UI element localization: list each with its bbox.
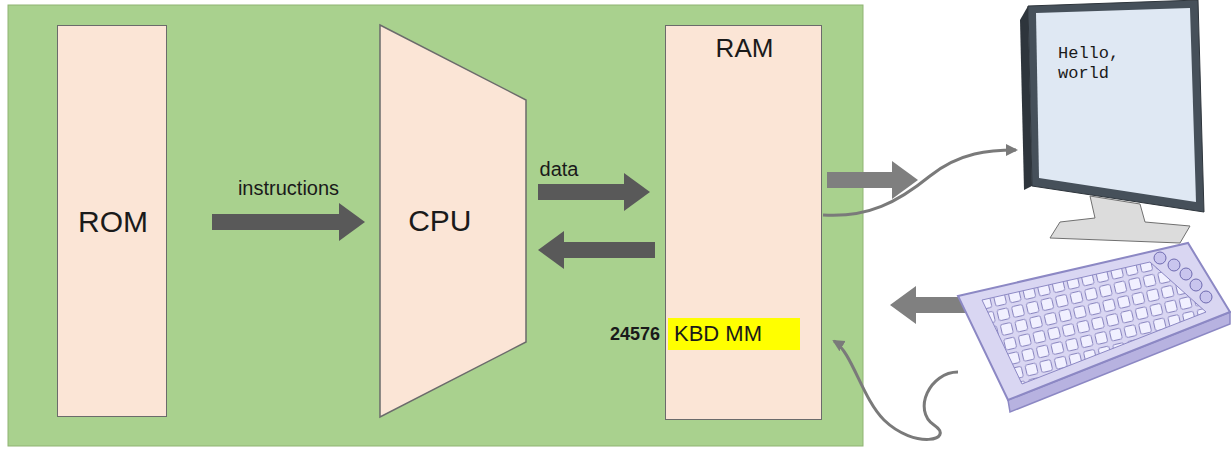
- outline-part: [380, 25, 526, 417]
- cpu-trapezoid: CPU: [380, 25, 526, 417]
- edge-label: data: [540, 158, 579, 181]
- keyboard-button: [1180, 268, 1192, 280]
- keyboard-button: [1154, 252, 1166, 264]
- address-number: 24576: [584, 324, 660, 345]
- keyboard-cable: [834, 341, 958, 439]
- box-label: RAM: [716, 34, 774, 64]
- box-label: CPU: [408, 204, 471, 239]
- ram-box: RAM 24576KBD MM: [665, 25, 822, 420]
- flow-arrow: [827, 172, 892, 188]
- keyboard-button: [1168, 259, 1180, 271]
- input-arrow: [890, 286, 972, 324]
- rom-box: ROM: [57, 25, 167, 417]
- monitor-screen-outline: [1020, 0, 1210, 245]
- keyboard-body: [958, 243, 1230, 400]
- register-label: KBD MM: [674, 321, 762, 346]
- flow-arrow: [538, 184, 624, 200]
- flow-arrow: [564, 242, 655, 258]
- keyboard-button: [1200, 291, 1212, 303]
- box-label: ROM: [78, 205, 148, 240]
- keyboard-button: [1190, 279, 1202, 291]
- outline-part: [1028, 0, 1204, 212]
- flow-arrow: [212, 214, 339, 230]
- keyboard-keys: [982, 262, 1206, 384]
- monitor-cable: [823, 150, 1016, 215]
- monitor-screen: Hello, world: [1020, 0, 1210, 245]
- edge-label: instructions: [238, 177, 339, 200]
- board-background: [8, 5, 863, 446]
- keyboard-memory-map: 24576KBD MM: [668, 318, 800, 350]
- screen-text: Hello, world: [1058, 44, 1150, 83]
- outline-part: [1036, 8, 1196, 202]
